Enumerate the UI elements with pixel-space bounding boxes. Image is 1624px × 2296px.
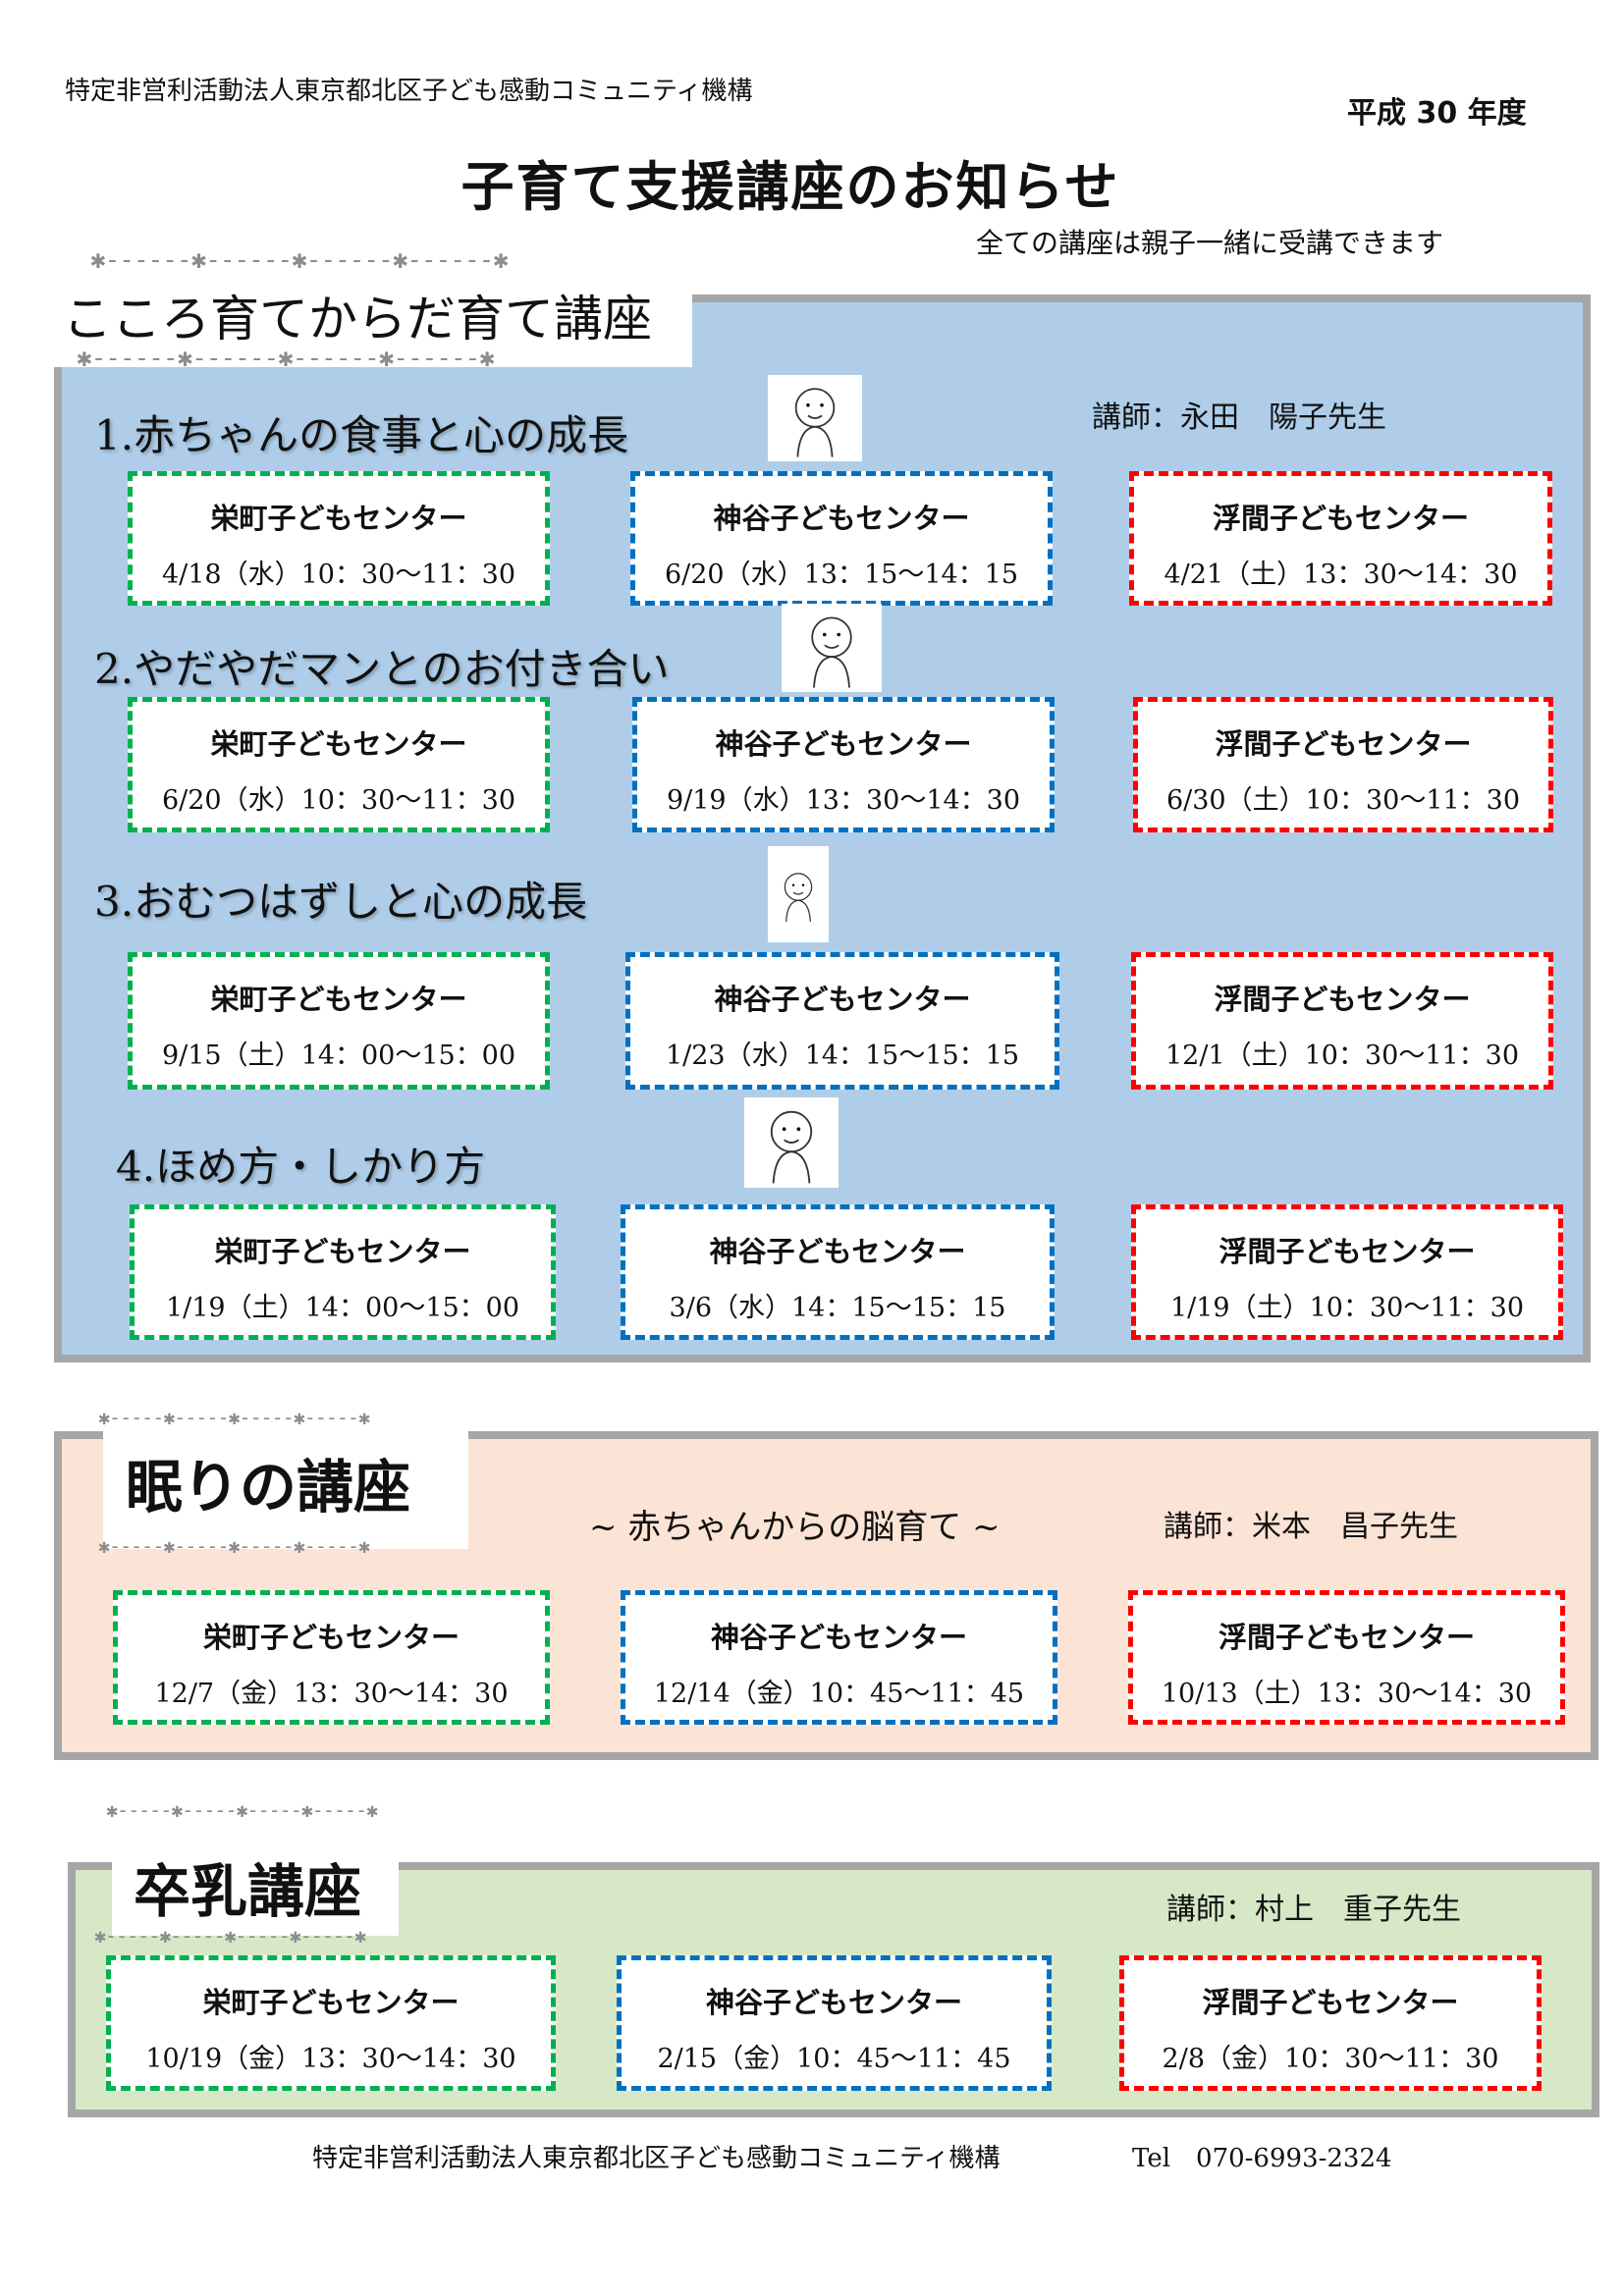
session-date: 12/1（土）10：30～11：30 <box>1164 1041 1520 1071</box>
course-illustration-icon <box>768 846 829 942</box>
session-box: 神谷子どもセンター 12/14（金）10：45～11：45 <box>621 1590 1057 1725</box>
course-title: 2.やだやだマンとのお付き合い <box>94 645 670 693</box>
center-name: 浮間子どもセンター <box>1215 727 1472 761</box>
session-date: 10/19（金）13：30～14：30 <box>145 2044 516 2074</box>
session-date: 6/20（水）10：30～11：30 <box>161 785 516 816</box>
center-name: 栄町子どもセンター <box>210 502 467 535</box>
organization-name: 特定非営利活動法人東京都北区子ども感動コミュニティ機構 <box>65 77 753 106</box>
star-divider: ✱-----✱-----✱-----✱-----✱ <box>94 1924 366 1948</box>
center-name: 栄町子どもセンター <box>202 1621 460 1654</box>
course-title: 1.赤ちゃんの食事と心の成長 <box>94 411 629 459</box>
course-title: 3.おむつはずしと心の成長 <box>94 878 588 926</box>
course-illustration-icon <box>782 604 882 692</box>
center-name: 栄町子どもセンター <box>210 727 467 761</box>
session-date: 3/6（水）14：15～15：15 <box>669 1293 1006 1323</box>
section1-lecturer: 講師：永田 陽子先生 <box>1092 400 1386 435</box>
course-title: 4.ほめ方・しかり方 <box>116 1143 486 1191</box>
center-name: 栄町子どもセンター <box>210 983 467 1016</box>
center-name: 神谷子どもセンター <box>710 1621 967 1654</box>
star-divider: ✱-----✱-----✱-----✱-----✱ <box>106 1798 378 1822</box>
session-box: 神谷子どもセンター 9/19（水）13：30～14：30 <box>632 697 1055 832</box>
section3-lecturer: 講師：村上 重子先生 <box>1166 1893 1461 1927</box>
session-date: 2/8（金）10：30～11：30 <box>1162 2044 1499 2074</box>
center-name: 浮間子どもセンター <box>1218 1621 1475 1654</box>
center-name: 神谷子どもセンター <box>713 502 970 535</box>
star-divider: ✱-----✱-----✱-----✱-----✱ <box>98 1406 370 1429</box>
session-date: 1/19（土）10：30～11：30 <box>1169 1293 1525 1323</box>
session-date: 12/7（金）13：30～14：30 <box>154 1679 509 1709</box>
session-box: 栄町子どもセンター 12/7（金）13：30～14：30 <box>113 1590 550 1725</box>
session-box: 栄町子どもセンター 6/20（水）10：30～11：30 <box>128 697 550 832</box>
session-box: 浮間子どもセンター 10/13（土）13：30～14：30 <box>1128 1590 1565 1725</box>
center-name: 浮間子どもセンター <box>1212 502 1469 535</box>
star-divider: ✱------✱------✱------✱------✱ <box>77 344 495 373</box>
session-date: 9/15（土）14：00～15：00 <box>161 1041 516 1071</box>
center-name: 浮間子どもセンター <box>1202 1986 1459 2019</box>
session-box: 栄町子どもセンター 4/18（水）10：30～11：30 <box>128 471 550 606</box>
center-name: 神谷子どもセンター <box>709 1235 966 1268</box>
center-name: 栄町子どもセンター <box>202 1986 460 2019</box>
session-date: 6/30（土）10：30～11：30 <box>1165 785 1521 816</box>
session-box: 栄町子どもセンター 10/19（金）13：30～14：30 <box>106 1955 556 2091</box>
session-box: 神谷子どもセンター 6/20（水）13：15～14：15 <box>630 471 1053 606</box>
session-date: 4/18（水）10：30～11：30 <box>161 560 516 590</box>
session-date: 1/19（土）14：00～15：00 <box>165 1293 520 1323</box>
page-title: 子育て支援講座のお知らせ <box>460 156 1120 218</box>
session-date: 12/14（金）10：45～11：45 <box>653 1679 1025 1709</box>
center-name: 神谷子どもセンター <box>705 1986 962 2019</box>
center-name: 栄町子どもセンター <box>214 1235 471 1268</box>
center-name: 浮間子どもセンター <box>1218 1235 1476 1268</box>
section3-label-box <box>112 1834 399 1936</box>
session-date: 1/23（水）14：15～15：15 <box>665 1041 1020 1071</box>
session-date: 10/13（土）13：30～14：30 <box>1161 1679 1533 1709</box>
session-date: 9/19（水）13：30～14：30 <box>666 785 1021 816</box>
session-box: 神谷子どもセンター 2/15（金）10：45～11：45 <box>617 1955 1052 2091</box>
footer-tel: Tel 070-6993-2324 <box>1132 2144 1392 2173</box>
session-box: 浮間子どもセンター 2/8（金）10：30～11：30 <box>1119 1955 1542 2091</box>
star-divider: ✱------✱------✱------✱------✱ <box>90 245 509 275</box>
center-name: 神谷子どもセンター <box>715 727 972 761</box>
course-illustration-icon <box>768 375 862 461</box>
page-subtitle: 全ての講座は親子一緒に受講できます <box>976 227 1444 259</box>
section2-lecturer: 講師：米本 昌子先生 <box>1164 1510 1458 1544</box>
session-box: 栄町子どもセンター 1/19（土）14：00～15：00 <box>130 1204 556 1340</box>
fiscal-year: 平成 30 年度 <box>1347 96 1527 131</box>
session-box: 浮間子どもセンター 12/1（土）10：30～11：30 <box>1131 952 1553 1090</box>
section2-label-box <box>103 1421 468 1549</box>
course-illustration-icon <box>744 1097 839 1188</box>
section2-subtitle: ~ 赤ちゃんからの脳育て ~ <box>589 1508 1001 1547</box>
section2-label: 眠りの講座 <box>126 1454 411 1521</box>
session-box: 栄町子どもセンター 9/15（土）14：00～15：00 <box>128 952 550 1090</box>
session-box: 神谷子どもセンター 3/6（水）14：15～15：15 <box>621 1204 1055 1340</box>
section1-label-box <box>54 277 692 367</box>
session-box: 浮間子どもセンター 4/21（土）13：30～14：30 <box>1129 471 1552 606</box>
center-name: 浮間子どもセンター <box>1214 983 1471 1016</box>
star-divider: ✱-----✱-----✱-----✱-----✱ <box>98 1534 370 1558</box>
section1-label: こころ育てからだ育て講座 <box>63 291 652 347</box>
session-date: 6/20（水）13：15～14：15 <box>664 560 1019 590</box>
session-date: 4/21（土）13：30～14：30 <box>1164 560 1518 590</box>
session-box: 浮間子どもセンター 6/30（土）10：30～11：30 <box>1133 697 1553 832</box>
section3-label: 卒乳講座 <box>134 1858 362 1925</box>
session-box: 神谷子どもセンター 1/23（水）14：15～15：15 <box>625 952 1059 1090</box>
session-box: 浮間子どもセンター 1/19（土）10：30～11：30 <box>1131 1204 1563 1340</box>
center-name: 神谷子どもセンター <box>714 983 971 1016</box>
footer-organization: 特定非営利活動法人東京都北区子ども感動コミュニティ機構 <box>312 2144 1001 2173</box>
session-date: 2/15（金）10：45～11：45 <box>657 2044 1011 2074</box>
